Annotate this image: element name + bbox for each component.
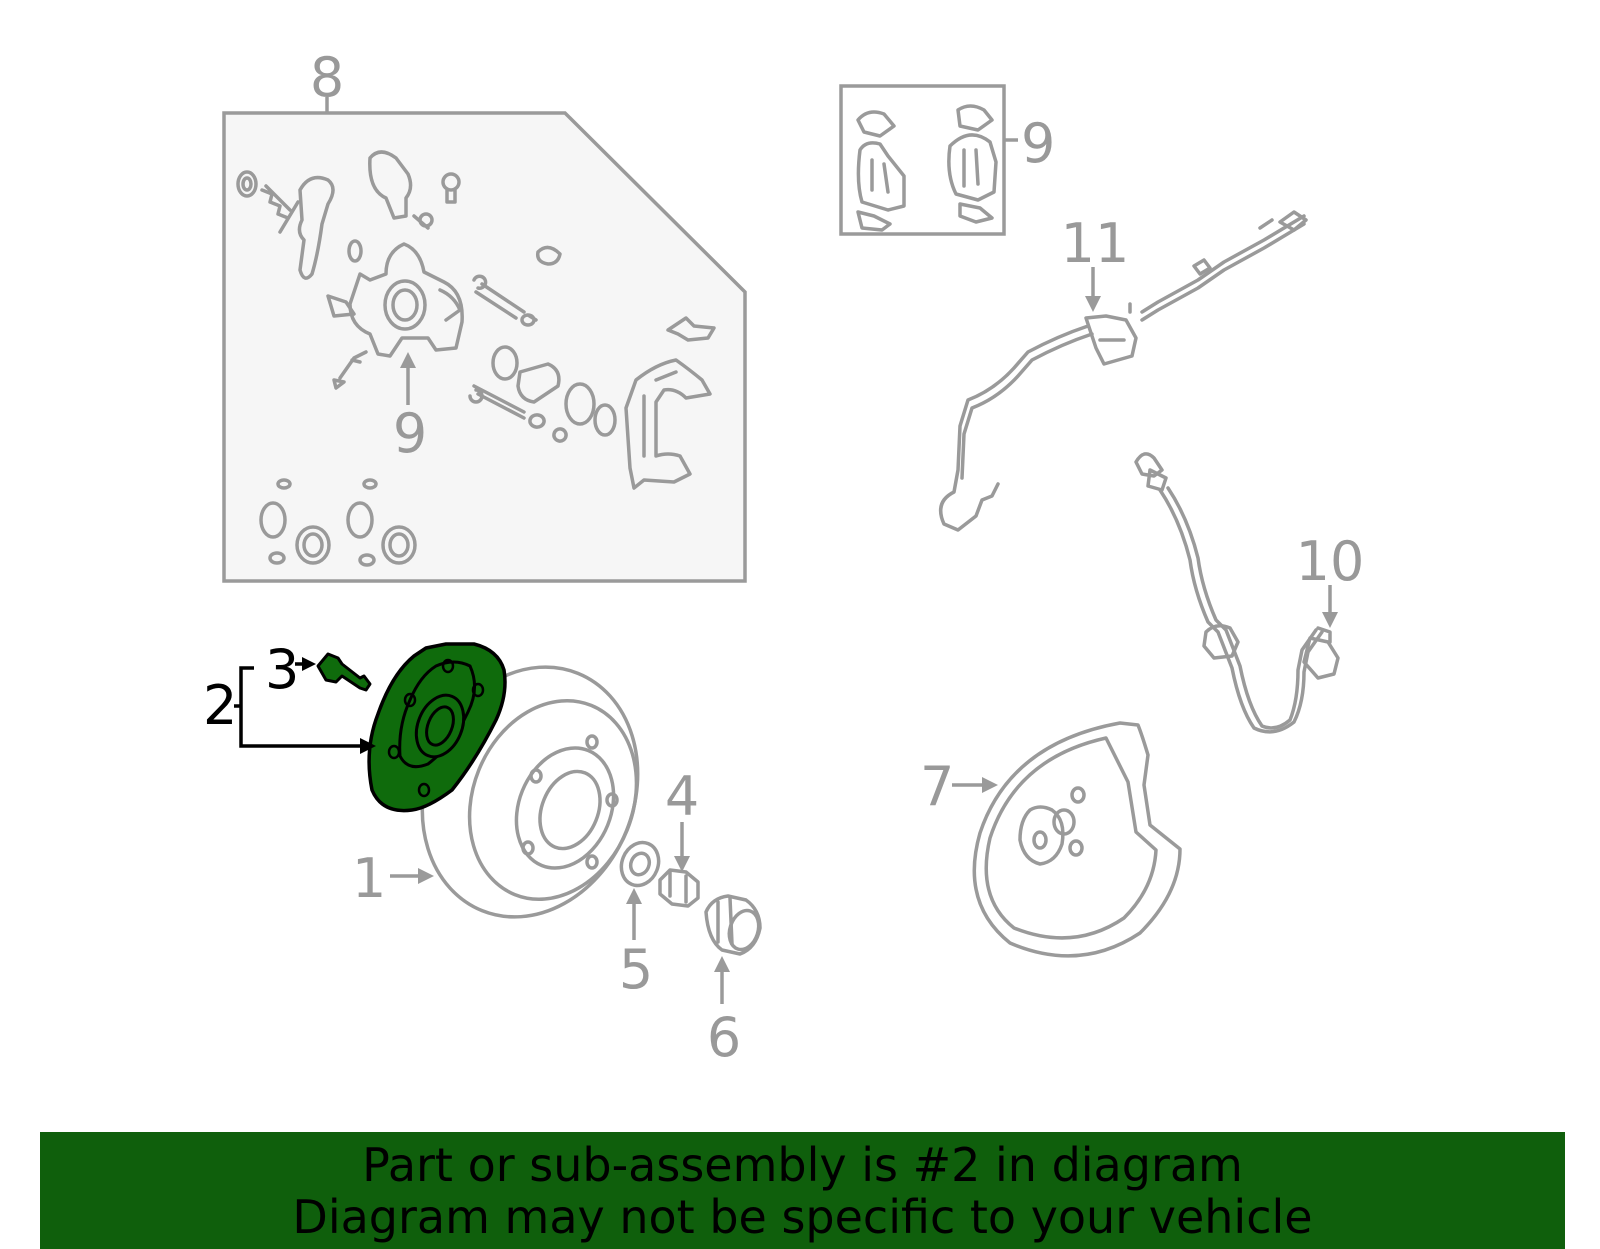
brake-hose-group[interactable]: 11 bbox=[938, 210, 1308, 532]
callout-5[interactable]: 5 bbox=[619, 938, 653, 1001]
hub-flange-face bbox=[398, 660, 476, 769]
brake-pad-group[interactable]: 9 bbox=[839, 84, 1055, 236]
sensor-head bbox=[1302, 626, 1340, 680]
dust-shield-outline bbox=[972, 721, 1182, 958]
hub-assembly-group[interactable]: 2 bbox=[203, 642, 507, 813]
sensor-grommet bbox=[1202, 624, 1240, 660]
callout-11[interactable]: 11 bbox=[1061, 212, 1130, 275]
callout-8[interactable]: 8 bbox=[310, 46, 344, 109]
hub-cap-group[interactable]: 6 bbox=[704, 894, 763, 1069]
callout-10-arrow bbox=[1322, 612, 1338, 628]
hose-line-lower-a bbox=[938, 324, 1090, 532]
callout-9a-arrow bbox=[400, 352, 416, 368]
callout-9-caliper[interactable]: 9 bbox=[393, 402, 427, 465]
callout-1[interactable]: 1 bbox=[352, 847, 386, 910]
hose-line-upper bbox=[1140, 214, 1306, 322]
brake-rotor-face bbox=[467, 699, 639, 901]
callout-6-arrow bbox=[714, 956, 730, 972]
callout-1-arrow bbox=[418, 868, 434, 884]
caliper-assembly-group[interactable]: 8 bbox=[222, 46, 747, 583]
brake-rotor-hat bbox=[514, 746, 616, 870]
callout-6[interactable]: 6 bbox=[707, 1006, 741, 1069]
speed-sensor-group[interactable]: 10 bbox=[1134, 452, 1365, 734]
callout-3-arrow bbox=[302, 657, 316, 671]
parts-diagram: 8 bbox=[203, 46, 1365, 1069]
hub-bolt-group[interactable]: 3 bbox=[265, 638, 372, 701]
brake-pads-art bbox=[856, 104, 998, 232]
callout-7[interactable]: 7 bbox=[920, 755, 954, 818]
nut bbox=[658, 868, 700, 908]
hub-bolt[interactable] bbox=[316, 652, 372, 692]
callout-5-arrow bbox=[626, 888, 642, 904]
callout-7-arrow bbox=[982, 777, 998, 793]
brake-rotor-bore bbox=[538, 769, 602, 851]
footer-banner: Part or sub-assembly is #2 in diagram Di… bbox=[40, 1132, 1565, 1249]
callout-4[interactable]: 4 bbox=[665, 765, 699, 828]
caliper-assembly-box bbox=[222, 111, 747, 583]
washer-group[interactable]: 5 bbox=[615, 837, 665, 1001]
sensor-wire-a bbox=[1158, 488, 1324, 734]
callout-9-pads[interactable]: 9 bbox=[1021, 112, 1055, 175]
callout-11-arrow bbox=[1085, 296, 1101, 312]
hose-bracket bbox=[1084, 314, 1138, 366]
footer-line-2: Diagram may not be specific to your vehi… bbox=[292, 1189, 1313, 1244]
callout-10[interactable]: 10 bbox=[1296, 530, 1365, 593]
callout-2[interactable]: 2 bbox=[203, 674, 237, 737]
caliper-small-parts bbox=[236, 150, 716, 567]
callout-3[interactable]: 3 bbox=[265, 638, 299, 701]
footer-line-1: Part or sub-assembly is #2 in diagram bbox=[362, 1137, 1243, 1192]
dust-shield-group[interactable]: 7 bbox=[920, 721, 1182, 958]
callout-2-arrow bbox=[360, 738, 376, 754]
washer bbox=[619, 840, 661, 888]
callout-4-arrow bbox=[674, 856, 690, 872]
nut-group[interactable]: 4 bbox=[658, 765, 700, 908]
